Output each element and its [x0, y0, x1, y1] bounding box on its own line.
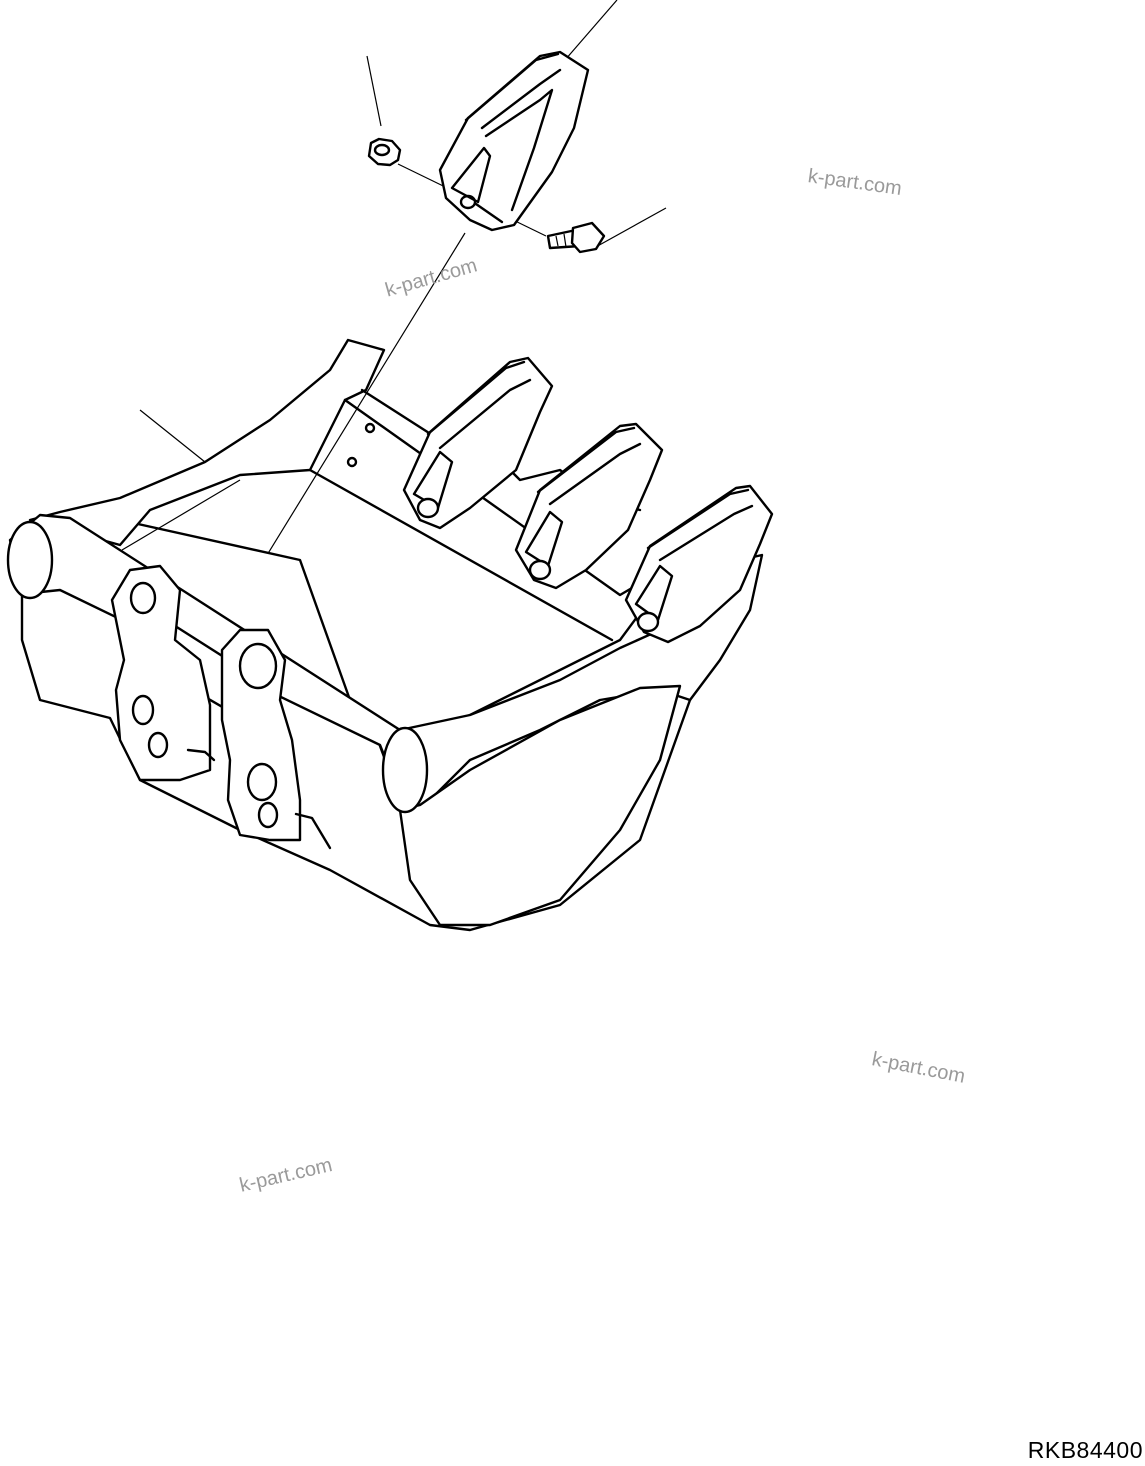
leader-tooth	[564, 0, 618, 61]
nut-icon	[367, 137, 402, 167]
leader-nut	[366, 55, 382, 127]
tooth-icon	[402, 356, 554, 530]
assembly-line-tooth	[231, 232, 466, 613]
bucket-icon	[6, 338, 764, 932]
installed-teeth	[402, 356, 774, 644]
tooth-icon	[624, 484, 774, 644]
tooth-icon	[438, 50, 590, 232]
tooth-icon	[514, 422, 664, 590]
drawing-code: RKB84400	[1027, 1437, 1143, 1463]
leader-bucket	[139, 409, 206, 463]
bolt-icon	[546, 221, 606, 254]
leader-bolt	[593, 207, 667, 249]
